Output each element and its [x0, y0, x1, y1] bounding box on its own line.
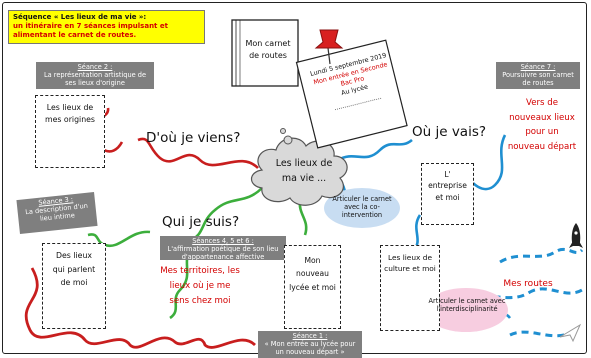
box-culture-label: Les lieux de culture et moi: [384, 253, 436, 274]
routes-squiggle: [24, 267, 256, 349]
box-entreprise-label: L' entreprise et moi: [428, 170, 467, 202]
seance-2-text: La représentation artistique de ses lieu…: [43, 70, 147, 87]
seance-1-text: « Mon entrée au lycée pour un nouveau dé…: [264, 339, 356, 356]
coint-note: Articuler le carnet avec la co-intervent…: [332, 195, 392, 219]
coint-cloud: [324, 188, 400, 228]
seance-7-box: Séance 7 : Poursuivre son carnet de rout…: [496, 62, 580, 89]
seance-1-box: Séance 1 : « Mon entrée au lycée pour un…: [258, 331, 362, 358]
box-parlent: Des lieux qui parlent de moi: [42, 243, 106, 329]
rocket-icon: [569, 223, 583, 248]
question-who: Qui je suis?: [162, 214, 240, 230]
box-culture: Les lieux de culture et moi: [380, 245, 440, 331]
question-where: Où je vais?: [412, 124, 487, 140]
question-origin: D'où je viens?: [146, 130, 241, 146]
box-entreprise: L' entreprise et moi: [421, 163, 474, 225]
seance-7-text: Poursuivre son carnet de routes: [502, 70, 574, 87]
nouveaux-lieux-text: Vers de nouveaux lieux pour un nouveau d…: [507, 98, 577, 152]
pushpin-icon: [314, 29, 344, 65]
seance-7-title: Séance 7 :: [520, 63, 556, 71]
seance-456-text: L'affirmation poétique de son lieu d'app…: [167, 244, 279, 261]
seance-2-box: Séance 2 : La représentation artistique …: [36, 62, 154, 89]
where-connector: [337, 138, 413, 162]
notebook-icon: [231, 19, 299, 87]
center-label: Les lieux de ma vie ...: [275, 158, 333, 184]
seance-2-title: Séance 2 :: [77, 63, 113, 71]
notebook-label: Mon carnet de routes: [245, 39, 291, 60]
interdisc-note: Articuler le carnet avec l'interdiscipli…: [428, 297, 506, 313]
interdisc-cloud: [424, 288, 508, 332]
box-lycee: Mon nouveau lycée et moi: [284, 245, 341, 329]
territoires-text: Mes territoires, les lieux où je me sens…: [160, 266, 240, 307]
box-parlent-label: Des lieux qui parlent de moi: [52, 251, 96, 288]
sequence-title: Séquence « Les lieux de ma vie »:: [13, 13, 147, 21]
mes-routes-text: Mes routes: [503, 279, 553, 289]
paper-plane-icon: [559, 323, 582, 343]
origin-connector: [137, 137, 259, 169]
center-cloud: [250, 128, 348, 206]
sequence-header: Séquence « Les lieux de ma vie »: un iti…: [8, 10, 205, 44]
route-dashes-1: [499, 247, 584, 264]
box-lycee-label: Mon nouveau lycée et moi: [289, 256, 336, 292]
box-origines-label: Les lieux de mes origines: [45, 103, 95, 124]
sequence-subtitle: un itinéraire en 7 séances impulsant et …: [13, 21, 168, 39]
seance-1-title: Séance 1 :: [292, 332, 328, 340]
seance-456-title: Séances 4, 5 et 6 :: [192, 237, 254, 245]
seance-456-box: Séances 4, 5 et 6 : L'affirmation poétiq…: [160, 236, 286, 261]
note-card: [295, 39, 408, 149]
box-origines: Les lieux de mes origines: [35, 95, 105, 168]
who-connector: [189, 187, 263, 242]
